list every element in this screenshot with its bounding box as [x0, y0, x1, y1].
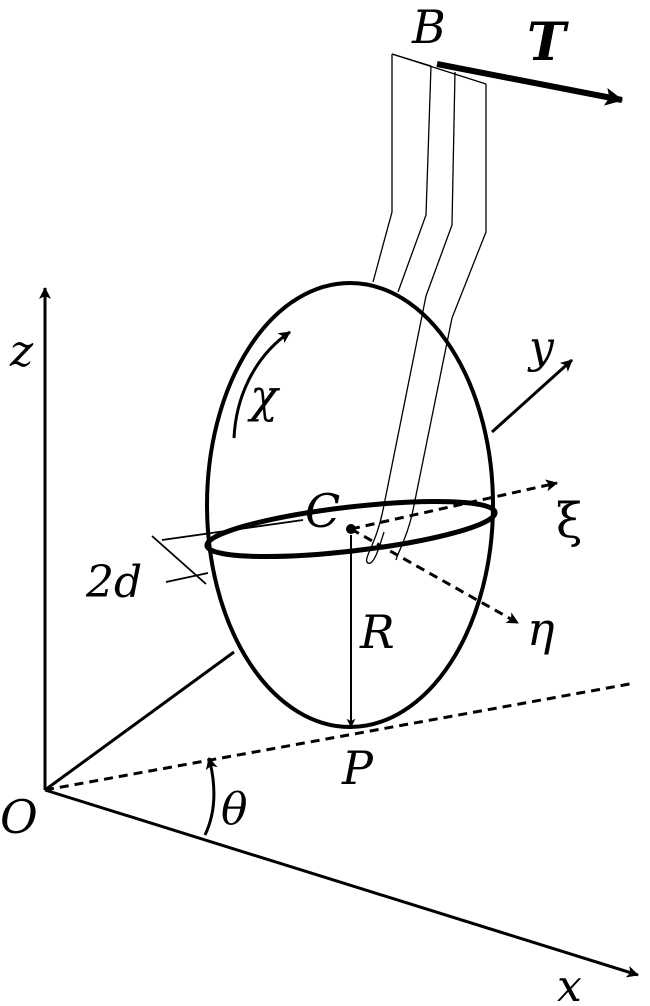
tilt-angle-arc: [203, 757, 218, 836]
label-tilt-angle: θ: [221, 784, 248, 835]
x-axis-arrow: [44, 788, 639, 978]
label-spin-angle: χ: [247, 369, 281, 423]
eta-axis-arrow: [350, 527, 519, 625]
ground-contact-line: [44, 681, 636, 792]
label-thickness: 2d: [85, 557, 142, 608]
label-attachment-point: B: [411, 0, 446, 54]
label-xi-axis: ξ: [556, 493, 582, 549]
label-y-axis: y: [527, 322, 555, 373]
xi-axis-arrow: [350, 479, 558, 531]
label-radius: R: [359, 605, 395, 659]
center-point: [346, 524, 356, 534]
tension-arrow: [436, 61, 624, 106]
rim-ellipse: [204, 499, 498, 559]
label-center: C: [305, 484, 340, 538]
label-origin: O: [0, 790, 38, 844]
y-axis-line-lower: [44, 650, 235, 792]
label-tension: T: [527, 12, 569, 73]
label-eta-axis: η: [527, 602, 555, 656]
label-contact-point: P: [341, 741, 374, 795]
label-x-axis: x: [557, 961, 582, 1001]
tether-strip: [365, 53, 487, 564]
y-axis-arrow-upper: [490, 358, 574, 434]
spin-angle-arc: [232, 330, 291, 439]
thickness-dimension: [151, 519, 304, 585]
label-z-axis: z: [9, 326, 34, 377]
